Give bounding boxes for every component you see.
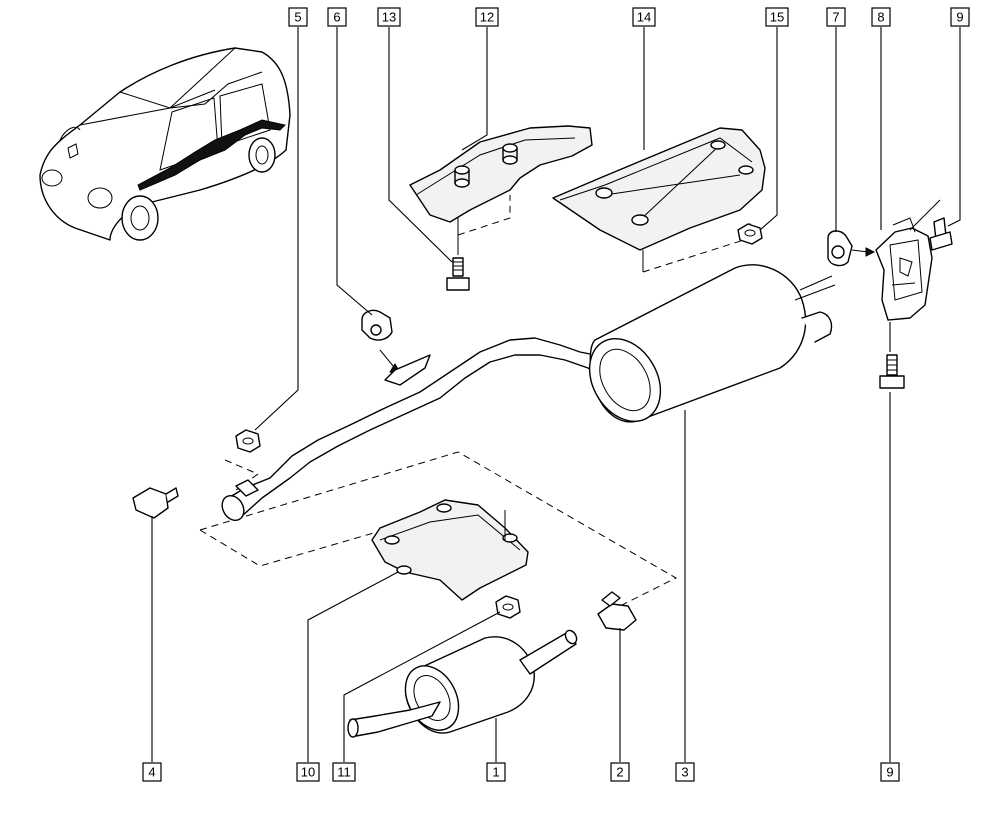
callout-1-text: 1 xyxy=(492,765,499,780)
bracket-part-8 xyxy=(875,199,941,321)
dashed-outline-shield-12 xyxy=(457,195,511,236)
dashed-outline-heat-shield-front xyxy=(199,451,678,611)
callout-8-text: 8 xyxy=(877,10,884,25)
callout-3: 3 xyxy=(675,762,695,782)
callout-15: 15 xyxy=(765,7,789,27)
nut-part-5 xyxy=(235,429,261,453)
callout-9-top: 9 xyxy=(950,7,970,27)
callout-3-text: 3 xyxy=(681,765,688,780)
leader-lines xyxy=(151,27,961,762)
callout-6: 6 xyxy=(327,7,347,27)
callout-4: 4 xyxy=(142,762,162,782)
callout-9-top-text: 9 xyxy=(956,10,963,25)
callout-13-text: 13 xyxy=(382,10,396,25)
nut-part-11 xyxy=(495,595,521,619)
front-silencer-part-1 xyxy=(347,629,578,738)
callout-7: 7 xyxy=(826,7,846,27)
callout-11: 11 xyxy=(332,762,356,782)
callout-11-text: 11 xyxy=(337,765,351,780)
callout-4-text: 4 xyxy=(148,765,155,780)
callout-7-text: 7 xyxy=(832,10,839,25)
clamp-part-2 xyxy=(597,591,637,631)
callout-10-text: 10 xyxy=(301,765,315,780)
clamp-part-4 xyxy=(132,487,179,519)
callout-13: 13 xyxy=(377,7,401,27)
callout-14: 14 xyxy=(632,7,656,27)
nut-part-15 xyxy=(737,223,763,245)
callout-6-text: 6 xyxy=(333,10,340,25)
callout-2-text: 2 xyxy=(616,765,623,780)
callout-9-bottom: 9 xyxy=(880,762,900,782)
callout-14-text: 14 xyxy=(637,10,651,25)
bolt-part-9-bottom xyxy=(879,354,905,389)
callout-15-text: 15 xyxy=(770,10,784,25)
heat-shield-part-14 xyxy=(552,127,766,272)
rubber-mount-part-6 xyxy=(361,309,404,377)
callout-10: 10 xyxy=(296,762,320,782)
rubber-mount-part-7 xyxy=(827,230,876,267)
callout-9-bottom-text: 9 xyxy=(886,765,893,780)
heat-shield-part-10 xyxy=(371,499,529,601)
callout-12-text: 12 xyxy=(480,10,494,25)
car-illustration xyxy=(39,47,291,241)
callout-8: 8 xyxy=(871,7,891,27)
callout-1: 1 xyxy=(486,762,506,782)
callout-12: 12 xyxy=(475,7,499,27)
heat-shield-part-12 xyxy=(409,125,593,255)
bolt-part-13 xyxy=(446,257,470,291)
callout-5-text: 5 xyxy=(294,10,301,25)
callout-5: 5 xyxy=(288,7,308,27)
callout-2: 2 xyxy=(610,762,630,782)
exhaust-pipe-with-silencer-part-3 xyxy=(221,264,836,522)
bolt-part-9-top xyxy=(929,217,953,251)
